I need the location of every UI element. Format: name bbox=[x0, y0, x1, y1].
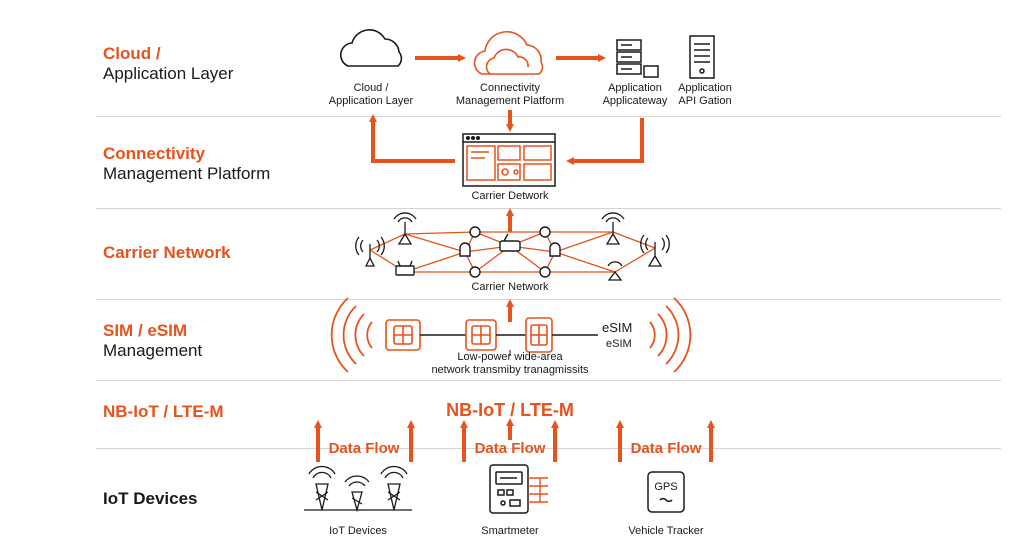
cloud-icon bbox=[339, 29, 403, 67]
divider-1 bbox=[96, 116, 1001, 117]
sim-card-icon-2 bbox=[465, 319, 497, 351]
sim-caption-1: Low-power wide-area bbox=[457, 351, 563, 363]
api-server-icon bbox=[689, 35, 715, 79]
esim-label-2: eSIM bbox=[606, 338, 632, 350]
data-flow-arrows bbox=[314, 420, 715, 462]
gps-text: GPS bbox=[654, 481, 677, 493]
layer-label-nbiot: NB-IoT / LTE-M bbox=[103, 402, 224, 422]
esim-label-1: eSIM bbox=[602, 320, 632, 335]
cmp-caption-2: Management Platform bbox=[456, 95, 564, 107]
data-flow-label-2: Data Flow bbox=[475, 440, 546, 457]
layer-sim-plain: Management bbox=[103, 341, 203, 360]
signal-waves-left-icon bbox=[330, 297, 373, 373]
layer-label-cmp: Connectivity Management Platform bbox=[103, 144, 270, 184]
gateway-caption-2: Applicateway bbox=[603, 95, 668, 107]
smartmeter-caption: Smartmeter bbox=[481, 525, 539, 537]
iot-antennas-icon bbox=[304, 465, 412, 513]
divider-4 bbox=[96, 380, 1001, 381]
divider-5 bbox=[96, 448, 1001, 449]
layer-cloud-accent: Cloud / bbox=[103, 44, 161, 63]
smartmeter-icon bbox=[489, 464, 529, 514]
smartmeter-connector-icon bbox=[528, 477, 548, 503]
layer-label-carrier: Carrier Network bbox=[103, 243, 231, 263]
api-caption-1: Application bbox=[678, 82, 732, 94]
nbiot-center-label: NB-IoT / LTE-M bbox=[446, 400, 574, 420]
signal-waves-right-icon bbox=[649, 297, 692, 373]
iot-devices-caption: IoT Devices bbox=[329, 525, 387, 537]
gateway-server-icon bbox=[616, 39, 659, 78]
data-flow-label-3: Data Flow bbox=[631, 440, 702, 457]
network-nodes bbox=[395, 226, 561, 278]
layer-label-iot: IoT Devices bbox=[103, 489, 198, 508]
layer-label-sim: SIM / eSIM Management bbox=[103, 321, 202, 361]
data-flow-label-1: Data Flow bbox=[329, 440, 400, 457]
cmp-caption-1: Connectivity bbox=[480, 82, 540, 94]
divider-3 bbox=[96, 299, 1001, 300]
layer-carrier-accent: Carrier Network bbox=[103, 243, 231, 262]
layer-cloud-plain: Application Layer bbox=[103, 64, 234, 83]
divider-2 bbox=[96, 208, 1001, 209]
antenna-tower-icons bbox=[355, 212, 670, 281]
layer-label-cloud: Cloud / Application Layer bbox=[103, 44, 233, 84]
gps-tracker-icon bbox=[647, 471, 685, 513]
cloud-caption-1: Cloud / bbox=[354, 82, 390, 94]
api-caption-2: API Gation bbox=[678, 95, 731, 107]
dashboard-caption: Carrier Detwork bbox=[471, 190, 549, 202]
layer-sim-accent: SIM / eSIM bbox=[103, 321, 188, 340]
layer-nbiot-accent: NB-IoT / LTE-M bbox=[103, 402, 224, 421]
layer-cmp-plain: Management Platform bbox=[103, 164, 271, 183]
sim-caption-2: network transmiby tranagmissits bbox=[431, 364, 589, 376]
layer-cmp-accent: Connectivity bbox=[103, 144, 206, 163]
vehicle-tracker-caption: Vehicle Tracker bbox=[628, 525, 704, 537]
cloud-caption-2: Application Layer bbox=[329, 95, 414, 107]
sim-card-icon-3 bbox=[525, 317, 553, 353]
sim-card-icon-1 bbox=[385, 319, 421, 351]
carrier-caption: Carrier Network bbox=[471, 281, 549, 293]
arrow-dashboard-to-cloud bbox=[369, 114, 455, 163]
arrow-gateway-to-dashboard bbox=[566, 118, 644, 165]
cmp-cloud-icon bbox=[473, 31, 544, 75]
dashboard-window-icon bbox=[462, 133, 556, 187]
gateway-caption-1: Application bbox=[608, 82, 662, 94]
network-mesh bbox=[369, 231, 656, 273]
